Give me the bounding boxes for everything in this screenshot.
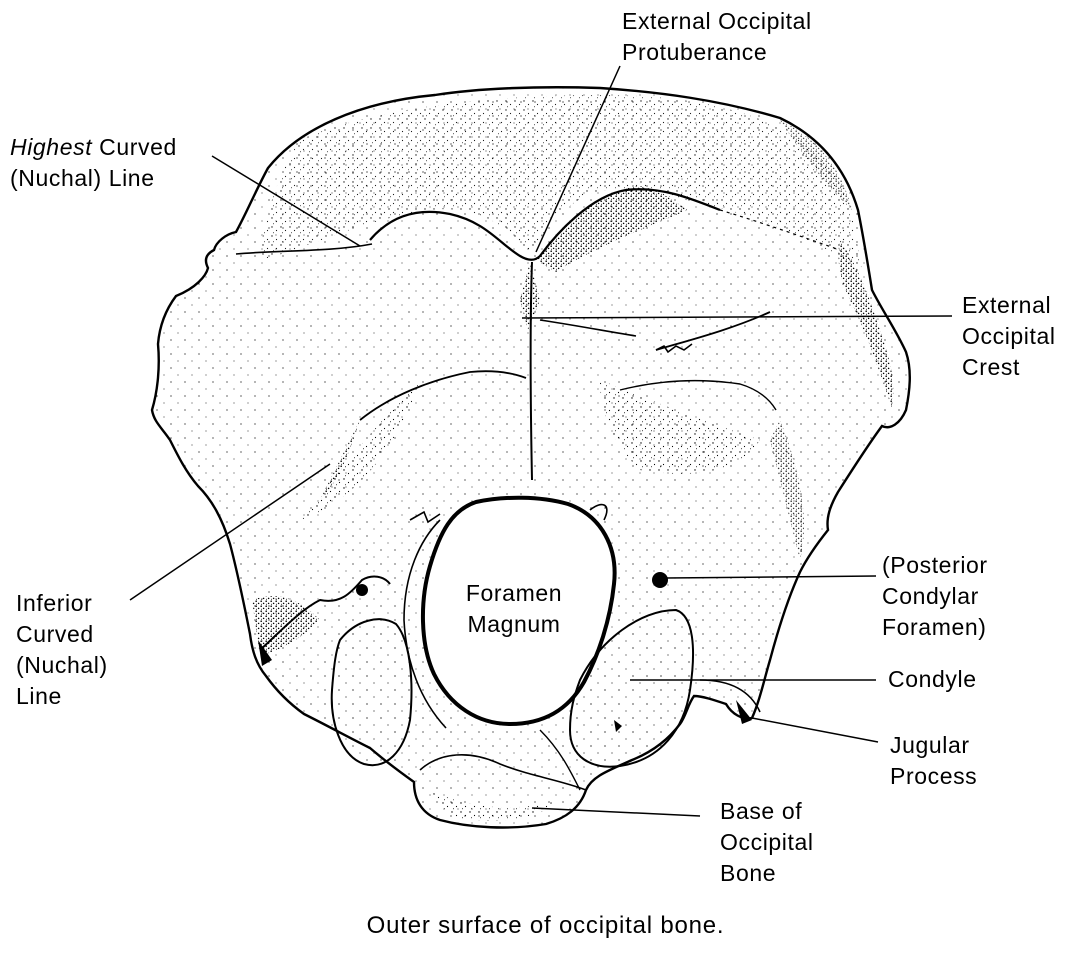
inferior-curved-line-ridge <box>300 370 804 560</box>
basilar-part <box>419 729 587 821</box>
leader-jugular-process <box>751 717 879 743</box>
left-lateral-edge <box>252 575 391 666</box>
leader-lines <box>129 65 953 817</box>
label-base-of-occipital-bone: Base of Occipital Bone <box>720 798 814 886</box>
leader-base-of-occipital-bone <box>531 807 701 817</box>
label-inferior-curved-line: Inferior Curved (Nuchal) Line <box>16 590 108 709</box>
figure-caption: Outer surface of occipital bone. <box>366 912 725 939</box>
leader-external-occipital-crest <box>521 315 953 319</box>
leader-external-occipital-protuberance <box>535 65 621 253</box>
label-foramen-magnum: Foramen Magnum <box>465 580 563 637</box>
label-jugular-process: Jugular Process <box>890 732 978 789</box>
label-highest-curved-line: Highest Curved (Nuchal) Line <box>10 134 177 191</box>
foramen-magnum-outline <box>403 495 617 729</box>
label-posterior-condylar-foramen: (Posterior Condylar Foramen) <box>882 552 988 640</box>
squama-shading <box>260 95 894 408</box>
label-condyle: Condyle <box>888 666 977 692</box>
leader-highest-curved-line <box>211 155 361 247</box>
highest-curved-line-ridge <box>235 188 841 261</box>
leader-posterior-condylar-foramen <box>665 575 877 579</box>
condyles <box>330 572 761 768</box>
leader-inferior-curved-line <box>129 463 331 601</box>
label-external-occipital-crest: External Occipital Crest <box>962 292 1056 380</box>
label-external-occipital-protuberance: External Occipital Protuberance <box>622 8 812 65</box>
